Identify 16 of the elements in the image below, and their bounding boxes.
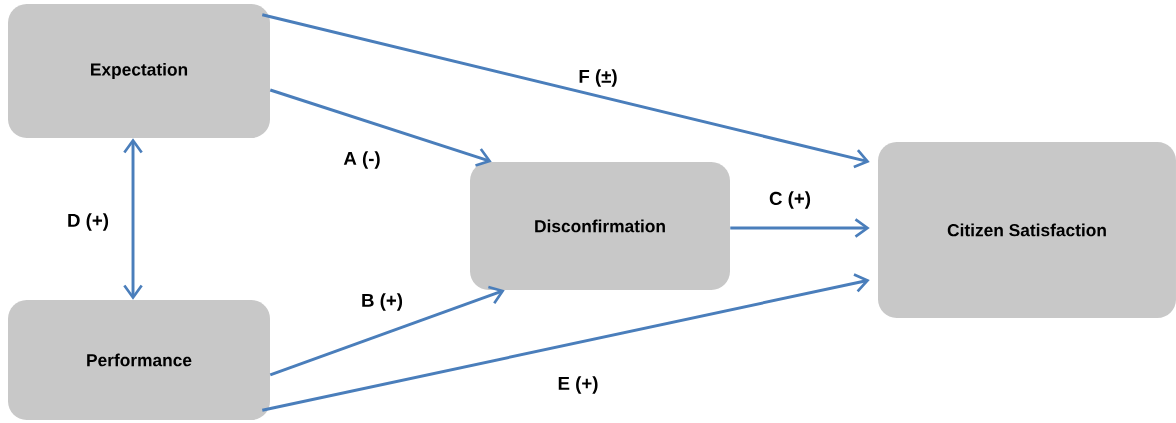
arrow <box>269 88 492 167</box>
arrow <box>730 218 870 238</box>
arrow <box>123 138 143 300</box>
edge-label: F (±) <box>579 69 617 87</box>
arrow <box>261 13 870 169</box>
process-box: Disconfirmation <box>470 162 730 290</box>
arrow <box>261 273 870 412</box>
edge-label: B (+) <box>362 293 403 311</box>
process-box: Citizen Satisfaction <box>878 142 1176 318</box>
arrow <box>269 285 505 377</box>
process-box: Performance <box>8 300 270 420</box>
process-box: Expectation <box>8 4 270 138</box>
edge-label: A (-) <box>343 151 380 169</box>
edge-label: C (+) <box>769 191 811 209</box>
edge-label: D (+) <box>68 213 109 231</box>
edge-label: E (+) <box>558 376 598 394</box>
